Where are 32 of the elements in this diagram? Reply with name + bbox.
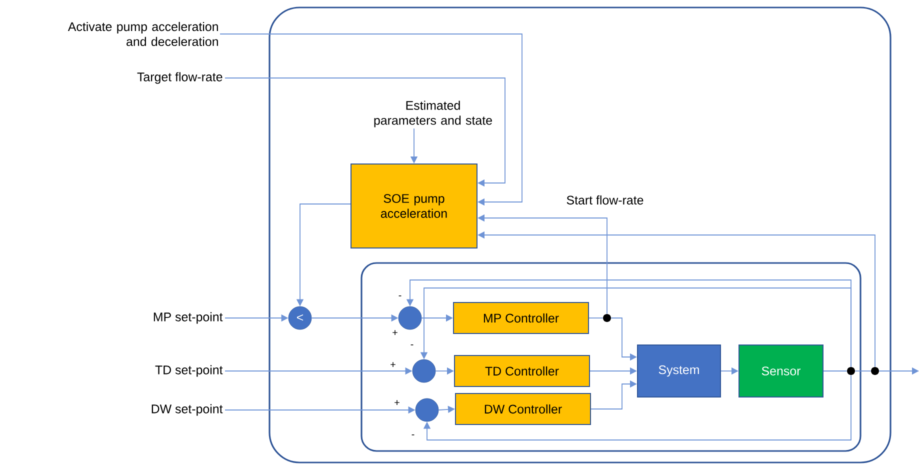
arrow (423, 374, 852, 440)
rounded-frame (360, 262, 862, 452)
edge-label: Start flow-rate (565, 194, 645, 206)
input-label: Estimated parameters and state (374, 100, 492, 128)
summing-junction (398, 306, 422, 330)
input-label: Target flow-rate (137, 72, 222, 84)
arrow (224, 78, 506, 187)
sign-label: + (390, 362, 396, 367)
process-box: SOE pump acceleration (350, 164, 478, 248)
junction-dot (603, 314, 611, 322)
arrow (220, 34, 522, 206)
sign-label: + (392, 330, 398, 335)
sign-label: - (412, 434, 414, 436)
junction-dot (871, 367, 879, 375)
junction-dot (847, 367, 855, 375)
summing-junction (412, 359, 436, 383)
controller-box: MP Controller (453, 302, 589, 334)
connector-line (823, 370, 848, 372)
controller-box: DW Controller (455, 393, 591, 425)
input-label: TD set-point (155, 365, 223, 377)
system-box: System (637, 344, 721, 398)
sign-label: - (410, 344, 414, 346)
summing-junction (415, 398, 439, 422)
sign-label: + (394, 400, 400, 405)
input-label: Activate pump acceleration and deceleration (68, 22, 218, 46)
rounded-frame (268, 6, 892, 464)
input-label: MP set-point (154, 312, 223, 324)
connector-line (854, 370, 872, 372)
sensor-box: Sensor (738, 344, 824, 398)
input-label: DW set-point (152, 404, 223, 416)
controller-box: TD Controller (454, 355, 590, 387)
sign-label: - (398, 295, 402, 296)
